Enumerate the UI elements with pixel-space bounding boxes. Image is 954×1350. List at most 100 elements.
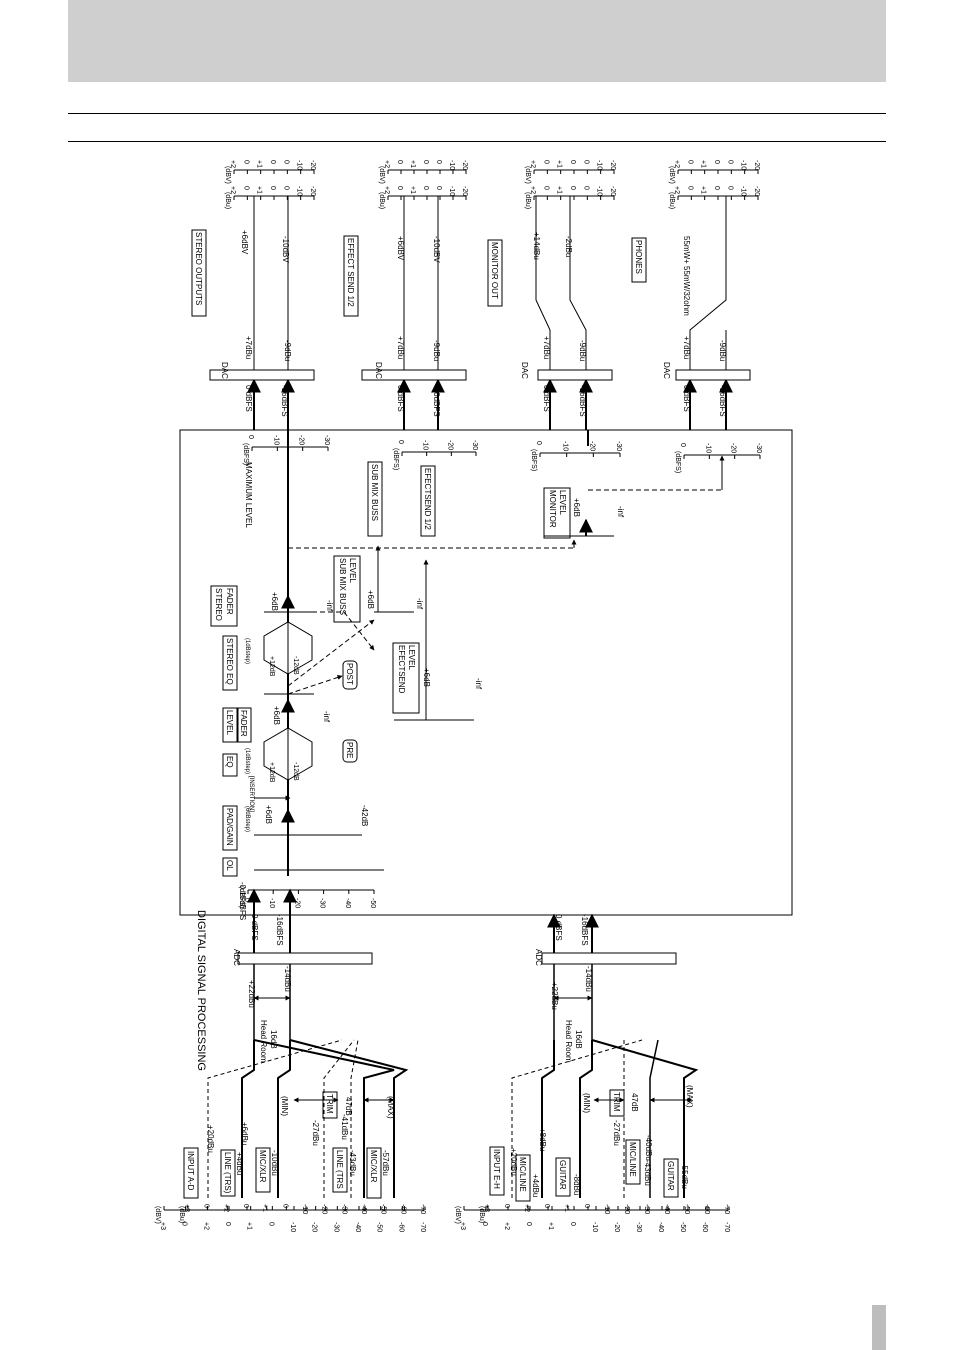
- eh-mic-line-hi-path: [541, 1040, 555, 1198]
- stereo-fader-label-1: STEREO: [214, 588, 223, 621]
- effect-minus16dbfs: -16dBFS: [432, 385, 441, 417]
- dac-monitor-label: DAC: [520, 362, 529, 379]
- effect-out-dbv-scale-header: (dBV): [378, 166, 385, 184]
- monitor-minus16dbfs: -16dBFS: [578, 385, 587, 417]
- effect-dbfs-scale-tick-label: -20: [446, 440, 453, 450]
- sub-mix-buss-box: [367, 461, 383, 537]
- ad-headroom-val: 16dB: [269, 1030, 278, 1049]
- pre-box: [342, 739, 358, 763]
- ad-dbv-scale-tick-label: +3: [159, 1222, 166, 1230]
- eh-dbu-scale-tick-label: -20: [623, 1204, 630, 1214]
- eh-dbu-scale-tick-label: 0: [503, 1204, 510, 1208]
- stereo-out-dbu-scale-tick-label: +2: [229, 186, 236, 194]
- ad-dbv-scale-header: (dBV): [154, 1206, 161, 1224]
- eh-dbv-scale-tick-label: -20: [613, 1222, 620, 1232]
- effect-dbfs-scale-tick-label: -10: [422, 440, 429, 450]
- effect-out-dbu-scale-tick-label: +1: [409, 186, 416, 194]
- eh-plus20-dashed: [511, 1039, 643, 1198]
- monitor-lo: -2dBu: [564, 236, 573, 257]
- ad-dbv-scale-tick-label: +2: [202, 1222, 209, 1230]
- stereo-out-dbu-scale-header: (dBu): [224, 192, 231, 209]
- seq-minus12: -12dB: [292, 656, 299, 675]
- eh-dbu-scale-tick-label: +2: [523, 1204, 530, 1212]
- stereo-out-dbv-scale-tick-label: 0: [269, 160, 276, 164]
- second-rule: [68, 141, 886, 142]
- eh-plus20-label: +20dBu: [509, 1148, 518, 1176]
- ad-dbu-scale-tick-label: +2: [222, 1204, 229, 1212]
- ad-dbv-scale-tick-label: -50: [376, 1222, 383, 1232]
- eh-guitar-hi: GUITAR: [558, 1160, 567, 1190]
- eq-plus12: +12dB: [268, 762, 275, 783]
- effect-dbfs-scale-tick-label: 0: [397, 440, 404, 444]
- eh-dbu-scale-tick-label: -70: [723, 1204, 730, 1214]
- dsp-in-dbfs-scale-tick-label: -50: [369, 898, 376, 908]
- phones-dbfs-scale-header: (dBFS): [674, 451, 681, 473]
- phones-minus16dbfs: -16dBFS: [718, 385, 727, 417]
- phones-out-dbu-scale-tick-label: 0: [726, 186, 733, 190]
- stereo-plus7: +7dBu: [244, 336, 253, 359]
- phones-out-dbu-scale-header: (dBu): [668, 192, 675, 209]
- stereo-0dbfs: 0 dBFS: [244, 385, 253, 412]
- ad-dbv-scale-tick-label: -10: [289, 1222, 296, 1232]
- eh-guitar-hi-val: -8dBu: [572, 1174, 581, 1195]
- stereo-eq-step: (1dBstep): [244, 638, 250, 664]
- monitor-plus7: +7dBu: [542, 336, 551, 359]
- ad-dbu-scale-tick-label: -40: [360, 1204, 367, 1214]
- ad-headroom: Head Room: [259, 1020, 268, 1063]
- monitor-out-dbu-scale-tick-label: 0: [569, 186, 576, 190]
- pre-label: PRE: [345, 742, 354, 758]
- phones-out-dbv-scale-tick-label: +1: [700, 160, 707, 168]
- effect-out-dbu-scale-tick-label: 0: [422, 186, 429, 190]
- ad-dbu-scale-tick-label: +1: [262, 1204, 269, 1212]
- ad-dbu-scale-header: (dBu): [178, 1206, 185, 1223]
- ad-trim: TRIM: [325, 1094, 334, 1114]
- pad-gain-label: PAD/GAIN: [225, 808, 234, 846]
- stereo-out-dbu-scale-tick-label: +1: [256, 186, 263, 194]
- stereo-out-dbu-scale-tick-label: 0: [269, 186, 276, 190]
- ad-0dbfs-label: 0 dBFS: [250, 914, 259, 941]
- eh-dbv-scale-tick-label: -50: [679, 1222, 686, 1232]
- ad-minus27-dashed: [323, 1039, 355, 1198]
- adc-a-d: [237, 952, 373, 965]
- phones-box: [631, 237, 647, 283]
- dac-phones: [675, 369, 751, 381]
- eh-dbu-scale-tick-label: +1: [563, 1204, 570, 1212]
- eh-mic-line-lo: MIC/LINE: [628, 1142, 637, 1177]
- dsp-in-dbfs-scale-tick-label: -40: [344, 898, 351, 908]
- eh-plus22-label: +22dBu: [550, 982, 559, 1010]
- stereo-fader-label-2: FADER: [225, 588, 234, 615]
- ad-dbv-scale-tick-label: 0: [224, 1222, 231, 1226]
- eh-dbu-scale-tick-label: -60: [703, 1204, 710, 1214]
- monitor-hi: +14dBu: [532, 232, 541, 260]
- stereo-fader-box: [210, 585, 238, 627]
- monitor-out-dbu-scale-tick-label: +1: [556, 186, 563, 194]
- monitor-out-box: [487, 239, 503, 307]
- stereo-minus9: -9dBu: [283, 340, 292, 361]
- eh-dbv-scale-header: (dBV): [454, 1206, 461, 1224]
- eh-mic-line-lo-box: [625, 1139, 641, 1185]
- eh-minus16dbfs-label: -16dBFS: [580, 914, 589, 946]
- eh-mic-line-lo-path: [649, 1039, 659, 1198]
- eh-dbv-scale-tick-label: -70: [723, 1222, 730, 1232]
- eh-guitar-lo-box: [663, 1158, 679, 1198]
- stereo-eq-label: STEREO EQ: [225, 638, 234, 685]
- ad-line-trs-hi: LINE (TRS): [223, 1152, 232, 1194]
- monitor-out-dbv-scale-tick-label: 0: [569, 160, 576, 164]
- phones-dbfs-scale-tick-label: -30: [755, 443, 762, 453]
- eh-dbu-scale-tick-label: 0: [583, 1204, 590, 1208]
- ad-mic-xlr-lo-box: [366, 1147, 382, 1199]
- ad-min-label: (MIN): [280, 1096, 289, 1116]
- eh-mic-line-hi-val: +4dBu: [531, 1174, 540, 1197]
- adc-e-h-label: ADC: [534, 949, 543, 966]
- effect-dbfs-scale-header: (dBFS): [392, 448, 399, 470]
- dsp-in-dbfs-scale-tick-label: -30: [319, 898, 326, 908]
- phones-out-dbv-scale-tick-label: 0: [726, 160, 733, 164]
- monitor-out-dbv-scale-tick-label: -10: [596, 160, 603, 170]
- eh-trim-val: 47dB: [630, 1093, 639, 1112]
- ad-dbu-scale-tick-label: -60: [399, 1204, 406, 1214]
- effect-out-dbu-scale-tick-label: +2: [383, 186, 390, 194]
- monitor-dbfs-scale-tick-label: -20: [588, 441, 595, 451]
- maximum-level-label: MAXIMUM LEVEL: [244, 462, 253, 528]
- monitor-dbfs-scale-tick-label: 0: [535, 441, 542, 445]
- stereo-dbfs-scale-tick-label: 0: [247, 435, 254, 439]
